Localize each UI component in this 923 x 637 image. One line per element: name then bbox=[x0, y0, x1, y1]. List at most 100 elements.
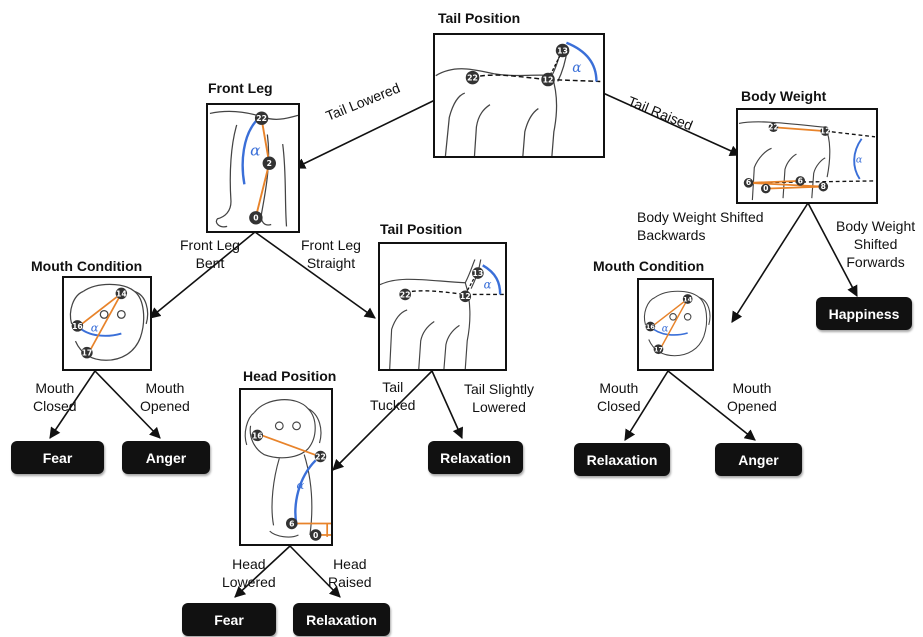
edge-mouth-closed-l-arrow bbox=[49, 370, 96, 439]
edge-label-line: Tail Slightly bbox=[464, 381, 535, 397]
edge-label-line: Straight bbox=[306, 255, 356, 271]
edge-label-line: Opened bbox=[727, 398, 777, 414]
edge-front-leg-straight-arrow bbox=[254, 231, 376, 319]
edge-label-line: Lowered bbox=[472, 399, 526, 415]
edge-tail-lowered-arrow bbox=[293, 99, 436, 169]
keypoint-marker: 17 bbox=[81, 346, 93, 359]
dog-tail-diagram: α 22 12 13 bbox=[380, 259, 505, 369]
edge-label-line: Front Leg bbox=[180, 237, 240, 253]
edge-bw-backwards-arrow bbox=[731, 202, 809, 323]
edge-label-bw-forwards: Body Weight Shifted Forwards bbox=[836, 217, 915, 271]
leaf-happiness: Happiness bbox=[816, 297, 912, 330]
edge-label-line: Mouth bbox=[599, 380, 639, 396]
svg-text:13: 13 bbox=[557, 46, 568, 55]
tail-mid-image-box: α 22 12 13 bbox=[378, 242, 507, 371]
edge-label-line: Head bbox=[232, 556, 266, 572]
svg-text:16: 16 bbox=[72, 322, 83, 331]
svg-text:14: 14 bbox=[116, 289, 127, 298]
keypoint-marker: 12 bbox=[541, 72, 555, 87]
svg-text:α: α bbox=[297, 478, 305, 492]
edge-label-front-leg-straight: Front Leg Straight bbox=[301, 236, 361, 272]
edge-label-tail-tucked: Tail Tucked bbox=[370, 378, 415, 414]
leaf-fear: Fear bbox=[11, 441, 104, 474]
keypoint-marker: 14 bbox=[115, 287, 128, 300]
keypoint-marker: 12 bbox=[820, 126, 831, 136]
leaf-relaxation: Relaxation bbox=[574, 443, 670, 476]
edge-label-mouth-closed-right: Mouth Closed bbox=[597, 379, 641, 415]
keypoint-marker: 13 bbox=[555, 43, 570, 58]
edge-label-line: Closed bbox=[33, 398, 77, 414]
svg-text:0: 0 bbox=[313, 531, 318, 540]
keypoint-marker: 22 bbox=[254, 111, 269, 125]
svg-text:12: 12 bbox=[460, 292, 471, 301]
edge-tail-raised-arrow bbox=[602, 92, 742, 156]
mouth-right-image-box: α 14 16 17 bbox=[637, 278, 714, 371]
edge-label-line: Tucked bbox=[370, 397, 416, 413]
edge-label-line: Raised bbox=[328, 574, 372, 590]
leaf-fear: Fear bbox=[182, 603, 276, 636]
keypoint-marker: 16 bbox=[71, 320, 84, 332]
keypoint-marker: 12 bbox=[459, 290, 472, 303]
keypoint-marker: 6 bbox=[743, 178, 754, 188]
edge-label-line: Bent bbox=[195, 255, 225, 271]
dog-mouth-diagram: α 14 16 17 bbox=[69, 283, 149, 361]
keypoint-marker: 6 bbox=[795, 176, 806, 186]
edge-label-line: Opened bbox=[140, 398, 190, 414]
keypoint-marker: 13 bbox=[472, 267, 484, 279]
tail-mid-title: Tail Position bbox=[380, 221, 463, 237]
edge-label-head-raised: Head Raised bbox=[328, 555, 372, 591]
svg-text:22: 22 bbox=[256, 114, 267, 123]
body-weight-title: Body Weight bbox=[741, 88, 827, 104]
svg-text:16: 16 bbox=[646, 323, 656, 331]
keypoint-marker: 16 bbox=[251, 429, 264, 442]
edge-label-head-lowered: Head Lowered bbox=[222, 555, 276, 591]
keypoint-marker: 0 bbox=[309, 529, 322, 541]
mouth-right-title: Mouth Condition bbox=[593, 258, 705, 274]
edge-label-line: Forwards bbox=[846, 254, 905, 270]
svg-text:22: 22 bbox=[315, 452, 326, 461]
edge-bw-forwards-arrow bbox=[807, 202, 858, 297]
dog-tail-diagram: α 22 12 13 bbox=[435, 41, 601, 156]
svg-text:22: 22 bbox=[768, 123, 779, 132]
svg-text:8: 8 bbox=[821, 182, 826, 191]
edge-label-line: Body Weight Shifted bbox=[637, 209, 764, 225]
root-image-box: α 22 12 13 bbox=[433, 33, 605, 158]
edge-label-line: Backwards bbox=[637, 227, 706, 243]
edge-mouth-opened-l-arrow bbox=[94, 370, 161, 439]
head-position-title: Head Position bbox=[243, 368, 337, 384]
front-leg-title: Front Leg bbox=[208, 80, 273, 96]
svg-text:0: 0 bbox=[253, 214, 258, 223]
edge-label-line: Mouth bbox=[145, 380, 185, 396]
svg-text:12: 12 bbox=[820, 126, 831, 135]
svg-text:12: 12 bbox=[543, 75, 554, 84]
head-position-image-box: α 16 22 6 0 bbox=[239, 388, 333, 546]
svg-text:17: 17 bbox=[82, 349, 93, 358]
edge-mouth-opened-r-arrow bbox=[667, 370, 756, 441]
edge-head-raised-arrow bbox=[289, 545, 341, 598]
keypoint-marker: 14 bbox=[682, 294, 693, 304]
keypoint-marker: 8 bbox=[818, 181, 829, 192]
edge-label-line: Front Leg bbox=[301, 237, 361, 253]
edge-label-line: Closed bbox=[597, 398, 641, 414]
edge-label-bw-backwards: Body Weight Shifted Backwards bbox=[637, 208, 764, 244]
edge-label-line: Mouth bbox=[35, 380, 75, 396]
svg-text:13: 13 bbox=[472, 269, 483, 278]
svg-text:17: 17 bbox=[654, 346, 663, 354]
svg-text:6: 6 bbox=[289, 519, 294, 528]
edge-tail-slightly-lowered-arrow bbox=[431, 370, 463, 440]
dog-front-leg-diagram: α 22 2 0 bbox=[209, 110, 298, 228]
edge-label-tail-slightly-lowered: Tail Slightly Lowered bbox=[464, 380, 534, 416]
svg-text:6: 6 bbox=[746, 178, 751, 187]
svg-text:6: 6 bbox=[798, 176, 803, 185]
svg-text:α: α bbox=[484, 278, 492, 292]
edge-mouth-closed-r-arrow bbox=[624, 370, 669, 441]
svg-text:α: α bbox=[91, 321, 99, 335]
svg-text:α: α bbox=[662, 323, 669, 334]
mouth-left-image-box: α 14 16 17 bbox=[62, 276, 152, 371]
svg-text:16: 16 bbox=[252, 431, 263, 440]
svg-text:0: 0 bbox=[763, 184, 768, 193]
keypoint-marker: 22 bbox=[768, 122, 779, 133]
front-leg-image-box: α 22 2 0 bbox=[206, 103, 300, 233]
